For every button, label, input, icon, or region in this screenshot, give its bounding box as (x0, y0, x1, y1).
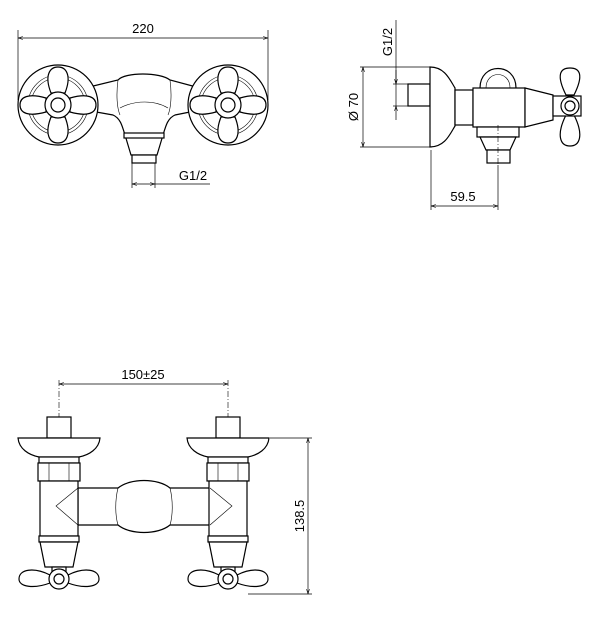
outlet-nut (131, 154, 157, 164)
side-view: G1/2 Ø 70 59.5 (346, 20, 582, 210)
outlet-thread-label: G1/2 (179, 168, 207, 183)
height-dimension-label: 138.5 (292, 500, 307, 533)
front-view: 220 G1/2 (17, 21, 269, 188)
wall-plate (429, 66, 456, 148)
plate-diameter-label: Ø 70 (346, 93, 361, 121)
mixer-bridge (77, 479, 211, 534)
left-handle (17, 64, 99, 146)
mixer-body (84, 73, 201, 136)
bottom-view: 150±25 138.5 (17, 367, 312, 595)
projection-dimension-label: 59.5 (450, 189, 475, 204)
centers-dimension-label: 150±25 (121, 367, 164, 382)
inlet-thread-label: G1/2 (380, 28, 395, 56)
width-dimension-label: 220 (132, 21, 154, 36)
right-handle (187, 64, 269, 146)
